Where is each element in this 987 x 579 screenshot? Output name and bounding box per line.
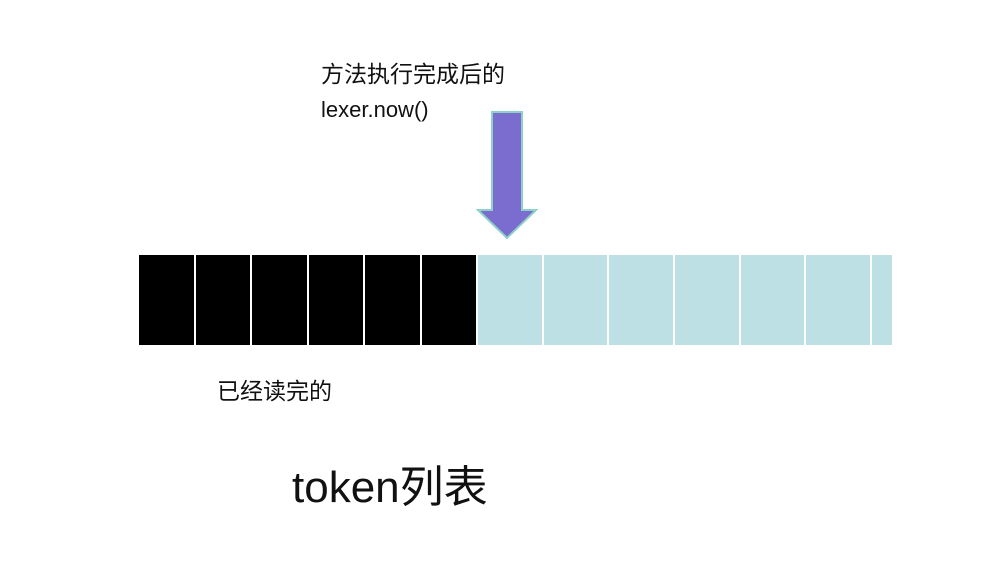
token-cell-unread (609, 255, 676, 345)
token-cell-read (195, 255, 252, 345)
token-cell-read (365, 255, 422, 345)
token-cell-unread (740, 255, 807, 345)
token-cell-read (308, 255, 365, 345)
consumed-tokens-label: 已经读完的 (217, 379, 332, 405)
token-strip (139, 255, 893, 345)
token-cell-read (139, 255, 196, 345)
token-cell-unread (806, 255, 873, 345)
token-cell-read (252, 255, 309, 345)
token-cell-unread (675, 255, 741, 345)
token-cell-unread (543, 255, 610, 345)
token-cell-unread (478, 255, 544, 345)
pointer-label-line1: 方法执行完成后的 (321, 62, 505, 88)
token-cell-read (421, 255, 478, 345)
pointer-label-line2: lexer.now() (321, 97, 429, 122)
down-arrow-icon (476, 111, 539, 240)
token-list-label: token列表 (292, 463, 488, 512)
token-cell-unread (872, 255, 893, 345)
